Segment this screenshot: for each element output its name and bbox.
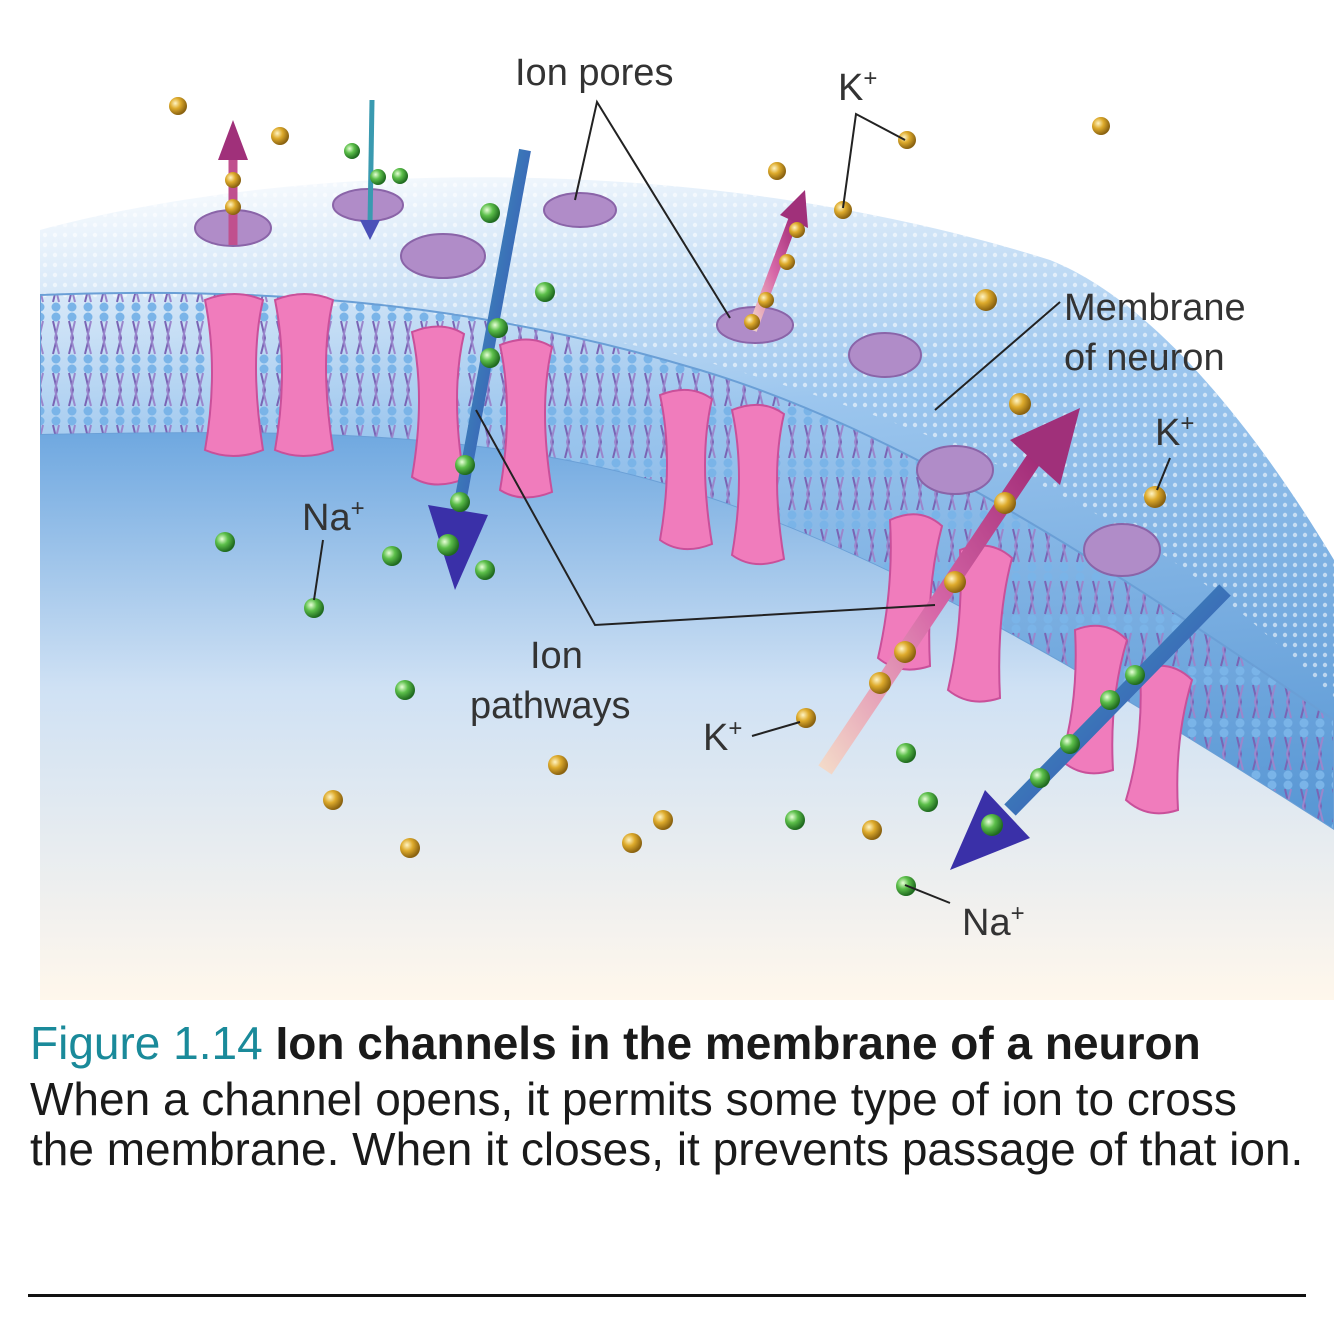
diagram-labels: Ion pores K+ Membrane of neuron K+ Na+ I… [302, 52, 1246, 944]
ion-channel-diagram: Ion pores K+ Membrane of neuron K+ Na+ I… [39, 52, 1334, 1000]
intracellular-region [40, 433, 1334, 1000]
membrane-label-line2: of neuron [1064, 337, 1225, 379]
potassium-ion [862, 820, 882, 840]
potassium-ion [898, 131, 916, 149]
channel-protein [658, 388, 714, 551]
potassium-ion [834, 201, 852, 219]
sodium-ion [488, 318, 508, 338]
sodium-ion [304, 598, 324, 618]
sodium-ion [918, 792, 938, 812]
sodium-ion [480, 203, 500, 223]
potassium-ion [622, 833, 642, 853]
potassium-ion [271, 127, 289, 145]
potassium-ion [548, 755, 568, 775]
leader-line [574, 99, 731, 319]
leader-line [313, 539, 324, 601]
k-outflow-arrow [747, 190, 808, 332]
k-outflow-arrow [218, 120, 248, 245]
potassium-ion [744, 314, 760, 330]
figure-caption: Figure 1.14 Ion channels in the membrane… [30, 1018, 1306, 1174]
ion-pore [1083, 523, 1161, 577]
figure-number: Figure 1.14 [30, 1017, 263, 1069]
channel-protein [498, 338, 554, 499]
sodium-ion [896, 743, 916, 763]
na-plus-label: Na+ [302, 495, 365, 539]
leader-line [475, 409, 936, 627]
potassium-ion [796, 708, 816, 728]
leader-line [934, 301, 1061, 411]
potassium-ion [169, 97, 187, 115]
potassium-ion [323, 790, 343, 810]
ion-pore [543, 192, 617, 228]
leader-line [1156, 457, 1171, 491]
potassium-ion [225, 199, 241, 215]
sodium-ion [392, 168, 408, 184]
channel-proteins [203, 293, 1194, 815]
ion-pathways-label-line1: Ion [530, 635, 583, 677]
ion-pore-discs [194, 188, 1161, 577]
na-inflow-arrow [360, 99, 380, 240]
potassium-ion [994, 492, 1016, 514]
leader-lines [313, 99, 1171, 904]
caption-underline [28, 1294, 1306, 1297]
sodium-ion [981, 814, 1003, 836]
potassium-ion [1144, 486, 1166, 508]
figure-title: Ion channels in the membrane of a neuron [275, 1017, 1201, 1069]
leader-line [904, 884, 951, 904]
sodium-ion [535, 282, 555, 302]
sodium-ion [1125, 665, 1145, 685]
k-plus-label: K+ [1155, 410, 1194, 454]
caption-body: When a channel opens, it permits some ty… [30, 1073, 1304, 1175]
sodium-ion [437, 534, 459, 556]
sodium-ion [455, 455, 475, 475]
potassium-ion [894, 641, 916, 663]
potassium-ion [975, 289, 997, 311]
k-plus-label: K+ [838, 65, 877, 109]
ion-pore [848, 332, 922, 378]
channel-protein [203, 293, 265, 457]
leader-line [751, 721, 801, 737]
ion-pores-label: Ion pores [515, 52, 673, 94]
sodium-ion [395, 680, 415, 700]
sodium-ion [450, 492, 470, 512]
sodium-ion [382, 546, 402, 566]
sodium-ion [344, 143, 360, 159]
potassium-ion [768, 162, 786, 180]
potassium-ion [653, 810, 673, 830]
sodium-ion [1060, 734, 1080, 754]
ions [169, 97, 1166, 896]
sodium-ion [1100, 690, 1120, 710]
membrane-label-line1: Membrane [1064, 287, 1246, 329]
sodium-ion [785, 810, 805, 830]
sodium-ion [475, 560, 495, 580]
potassium-ion [869, 672, 891, 694]
sodium-ion [215, 532, 235, 552]
k-plus-label: K+ [703, 715, 742, 759]
na-plus-label: Na+ [962, 900, 1025, 944]
ion-pore [400, 233, 486, 279]
channel-protein [1124, 664, 1194, 815]
potassium-ion [225, 172, 241, 188]
channel-protein [273, 293, 335, 457]
leader-line [842, 112, 906, 209]
sodium-ion [480, 348, 500, 368]
channel-protein [730, 403, 786, 566]
potassium-ion [1092, 117, 1110, 135]
potassium-ion [779, 254, 795, 270]
potassium-ion [400, 838, 420, 858]
caption-title: Figure 1.14 Ion channels in the membrane… [30, 1018, 1306, 1068]
potassium-ion [789, 222, 805, 238]
ion-pore [916, 445, 994, 495]
potassium-ion [1009, 393, 1031, 415]
potassium-ion [944, 571, 966, 593]
ion-pathways-label-line2: pathways [470, 685, 631, 727]
sodium-ion [370, 169, 386, 185]
potassium-ion [758, 292, 774, 308]
sodium-ion [1030, 768, 1050, 788]
